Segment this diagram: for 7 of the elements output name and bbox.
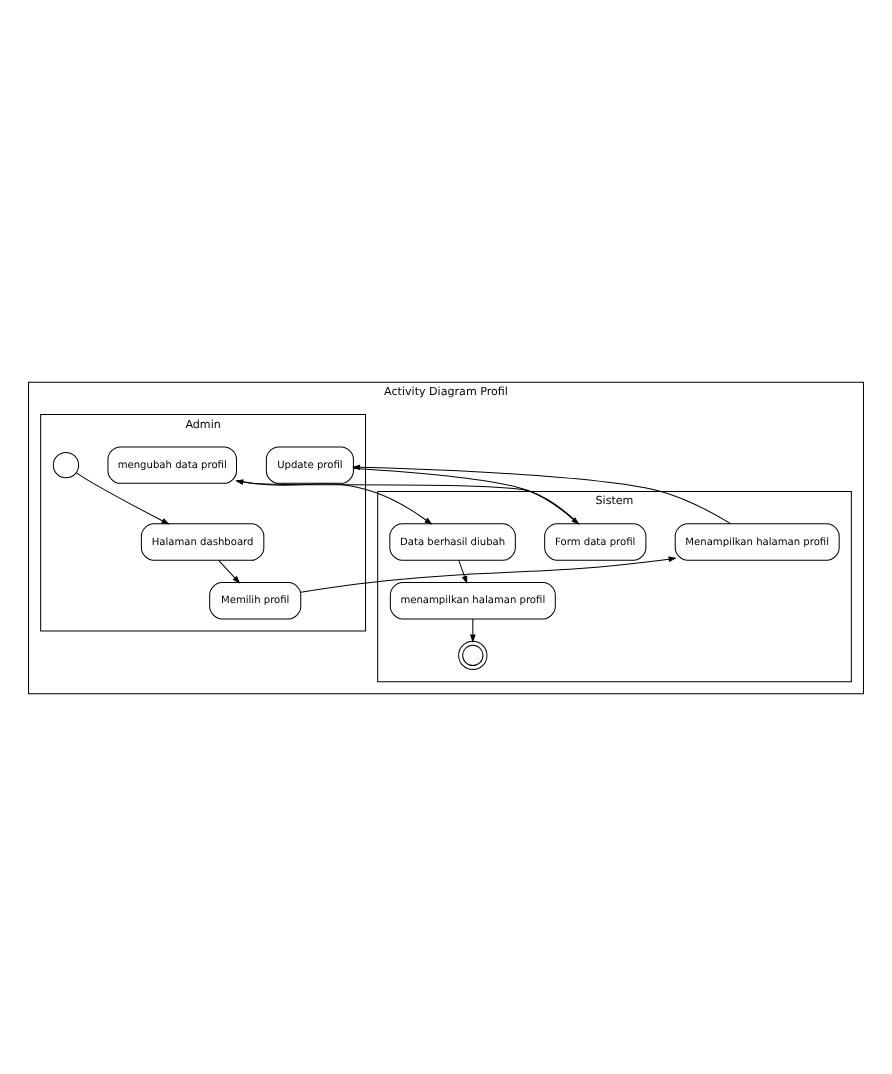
arrow xyxy=(218,558,241,583)
arrow xyxy=(236,479,433,524)
node-circle xyxy=(52,450,80,478)
arrow xyxy=(75,471,170,524)
arrow xyxy=(458,558,468,583)
arrow xyxy=(469,617,476,642)
arrow xyxy=(300,555,677,592)
